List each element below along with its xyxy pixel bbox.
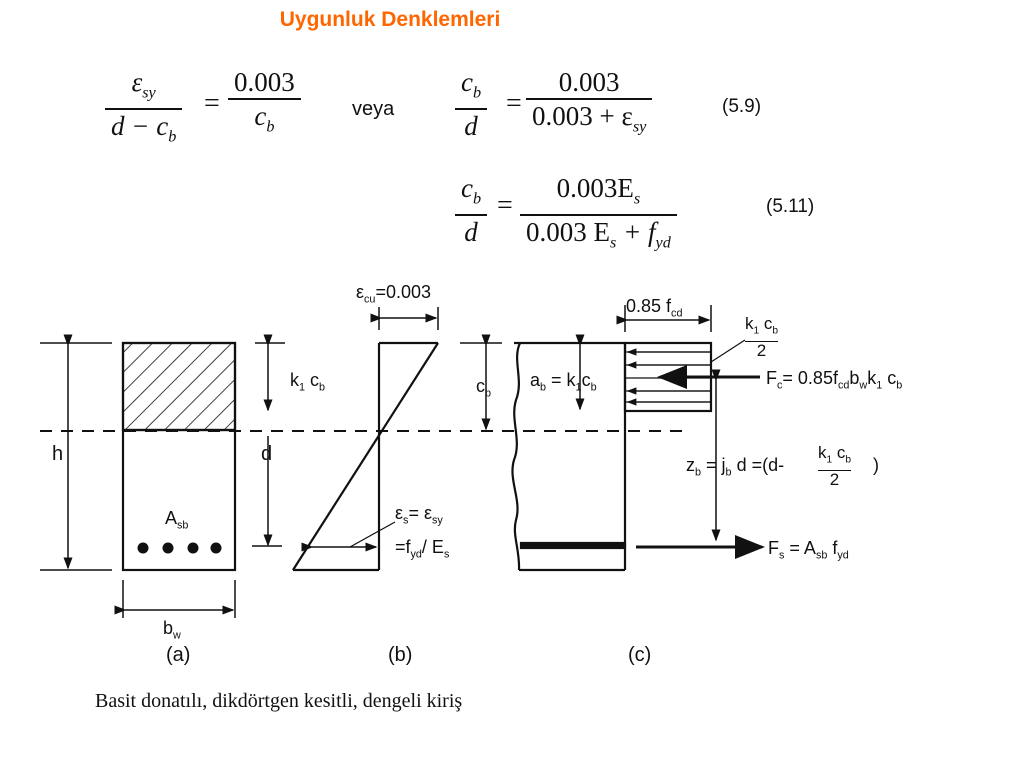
strain-diagram-b	[292, 307, 439, 572]
zb-label: zb = jb d =(d-	[686, 455, 785, 479]
panel-a-label: (a)	[166, 644, 191, 666]
panel-c-label: (c)	[628, 644, 652, 666]
equation-number-5-11: (5.11)	[766, 196, 815, 217]
stress-diagram-c	[460, 305, 765, 572]
panel-b-label: (b)	[388, 644, 413, 666]
k1cb-half-label: k1 cb 2	[745, 314, 779, 361]
steel-strain-label: εs= εsy =fyd/ Es	[395, 503, 450, 561]
zb-close-paren: )	[873, 455, 879, 475]
eq1-left-fraction: εsy d − cb	[105, 66, 183, 153]
fs-label: Fs = Asb fyd	[768, 538, 849, 562]
zb-fraction: k1 cb 2	[818, 443, 852, 490]
asb-label: Asb	[165, 508, 189, 532]
k1cb-dimension-label: k1 cb	[290, 370, 326, 394]
cross-section-a	[40, 334, 285, 618]
h-dimension-label: h	[52, 443, 64, 465]
bw-label: bw	[163, 618, 181, 642]
rebar-dots	[137, 542, 222, 554]
equation-number-5-9: (5.9)	[722, 96, 762, 117]
eq2-left-fraction: cb d	[455, 66, 488, 142]
d-dimension-label: d	[261, 443, 273, 465]
ecu-label: εcu=0.003	[356, 282, 431, 306]
eq2-right-fraction: 0.003 0.003 + εsy	[526, 66, 653, 142]
cb-label: cb	[476, 376, 492, 400]
eq3-right-fraction: 0.003Es 0.003 Es + fyd	[520, 172, 677, 259]
figure-caption: Basit donatılı, dikdörtgen kesitli, deng…	[95, 690, 463, 712]
ab-label: ab = k1cb	[530, 370, 597, 394]
equals-sign: =	[506, 88, 522, 119]
eq3-left-fraction: cb d	[455, 172, 488, 248]
page-title: Uygunluk Denklemleri	[279, 8, 501, 31]
connector-text: veya	[352, 98, 395, 120]
stress-width-label: 0.85 fcd	[626, 296, 683, 320]
eq1-right-fraction: 0.003 cb	[228, 66, 301, 142]
equals-sign: =	[497, 190, 513, 221]
fc-label: Fc= 0.85fcdbwk1 cb	[766, 368, 903, 392]
equals-sign: =	[204, 88, 220, 119]
